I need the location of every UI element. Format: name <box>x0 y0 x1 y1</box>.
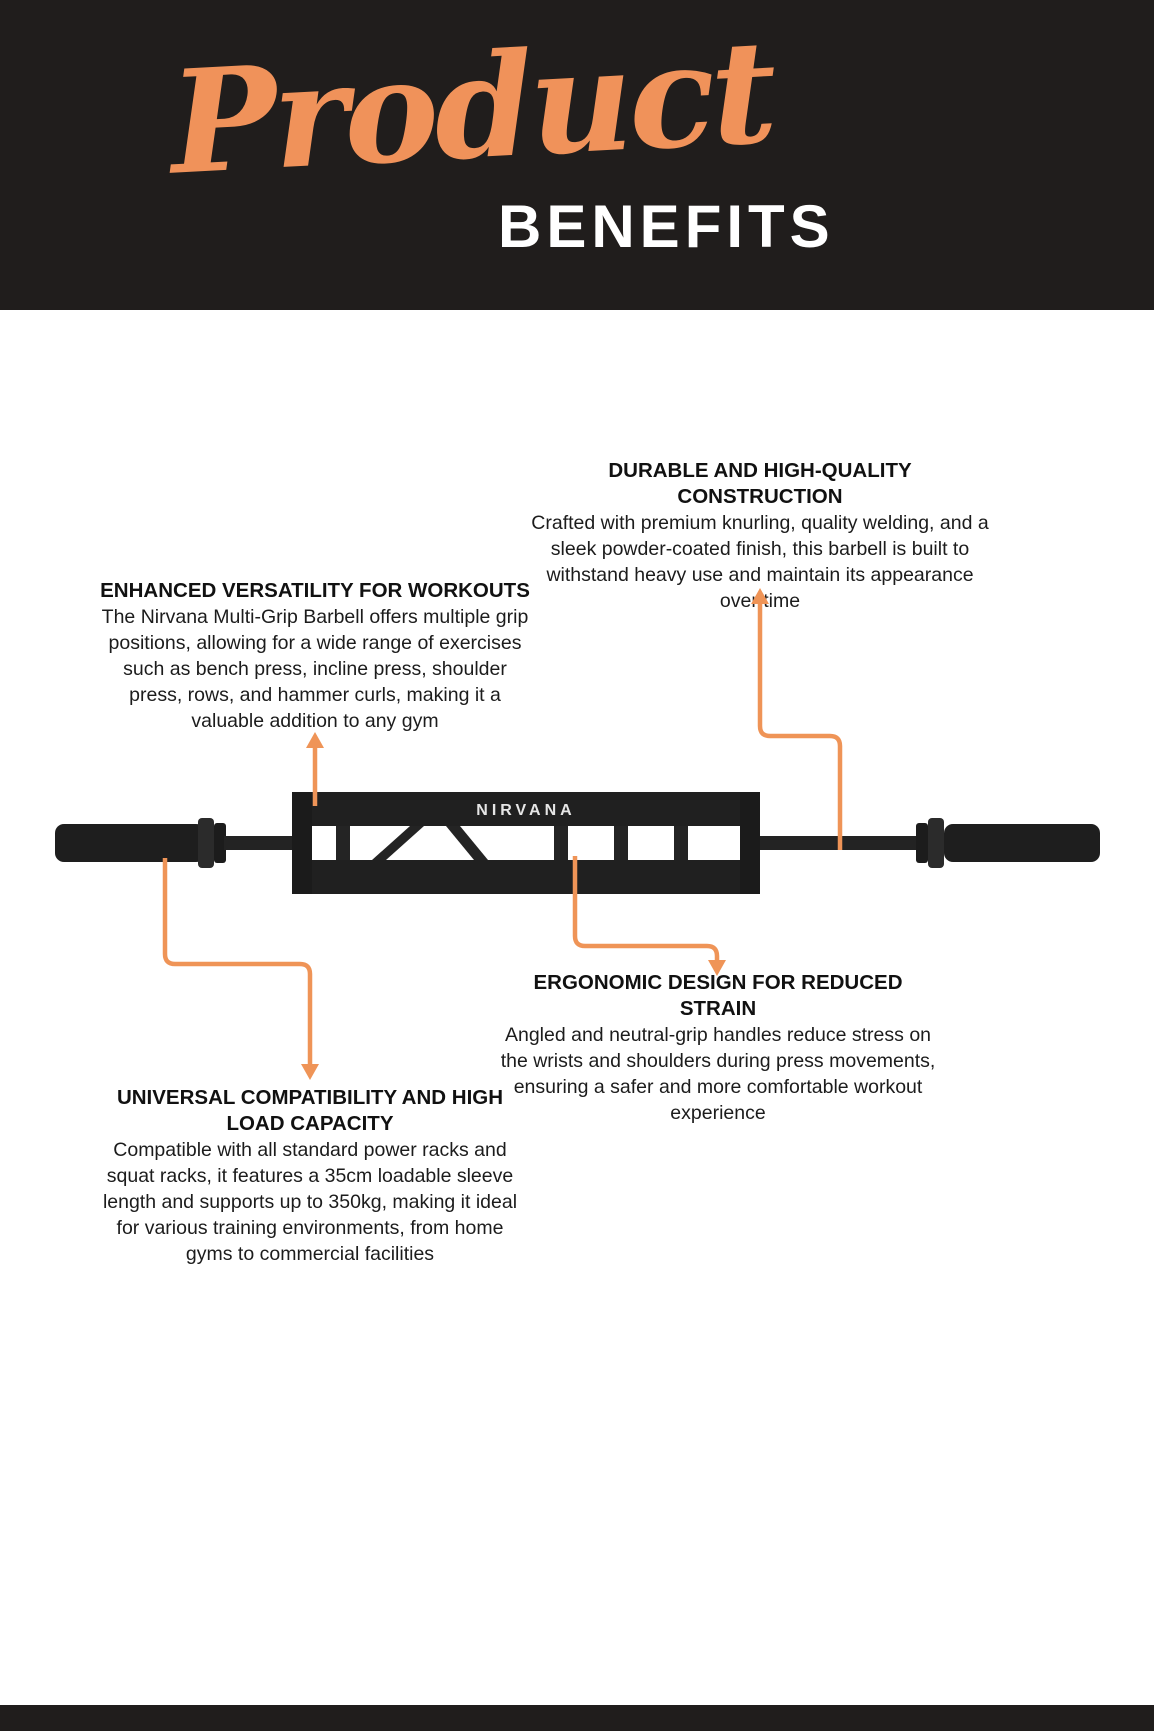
hero-banner: Product BENEFITS <box>0 0 1154 310</box>
benefit-durability: DURABLE AND HIGH-QUALITY CONSTRUCTION Cr… <box>525 458 995 614</box>
benefit-ergonomics: ERGONOMIC DESIGN FOR REDUCED STRAIN Angl… <box>497 970 939 1126</box>
arrow-versatility-head <box>306 732 324 748</box>
barbell-right-shaft <box>760 836 920 850</box>
barbell-grip-vertical-1 <box>336 826 350 860</box>
arrow-compatibility-head <box>301 1064 319 1080</box>
barbell-left-collar-inner <box>214 823 226 863</box>
barbell-frame-left-end <box>292 792 312 894</box>
barbell-right-sleeve <box>944 824 1100 862</box>
barbell-frame-bottom-rail <box>292 860 760 894</box>
benefit-durability-body: Crafted with premium knurling, quality w… <box>531 512 989 612</box>
benefit-compatibility-title: UNIVERSAL COMPATIBILITY AND HIGH LOAD CA… <box>116 1086 504 1135</box>
barbell-left-collar-outer <box>198 818 214 868</box>
benefit-ergonomics-body: Angled and neutral-grip handles reduce s… <box>500 1024 936 1124</box>
barbell-right-collar-outer <box>928 818 944 868</box>
barbell-grip-vertical-4 <box>674 826 688 860</box>
benefit-ergonomics-title: ERGONOMIC DESIGN FOR REDUCED STRAIN <box>533 971 903 1020</box>
hero-block-title: BENEFITS <box>498 193 835 260</box>
barbell-grip-angled-right <box>446 826 488 860</box>
barbell-image: NIRVANA <box>55 792 1100 894</box>
barbell-frame-right-end <box>740 792 760 894</box>
barbell-left-shaft <box>224 836 294 850</box>
benefit-compatibility: UNIVERSAL COMPATIBILITY AND HIGH LOAD CA… <box>100 1085 520 1267</box>
footer-bar <box>0 1705 1154 1731</box>
barbell-grip-vertical-2 <box>554 826 568 860</box>
benefit-versatility-body: The Nirvana Multi-Grip Barbell offers mu… <box>101 606 529 732</box>
barbell-grip-vertical-3 <box>614 826 628 860</box>
benefit-durability-title: DURABLE AND HIGH-QUALITY CONSTRUCTION <box>608 459 912 508</box>
benefit-versatility-title: ENHANCED VERSATILITY FOR WORKOUTS <box>100 579 530 602</box>
barbell-frame-top-rail <box>292 792 760 826</box>
hero-script-title: Product <box>166 9 777 207</box>
barbell-left-sleeve <box>55 824 205 862</box>
benefit-versatility: ENHANCED VERSATILITY FOR WORKOUTS The Ni… <box>95 578 535 734</box>
barbell-brand-logo: NIRVANA <box>476 802 575 819</box>
barbell-right-collar-inner <box>916 823 928 863</box>
barbell-grip-angled-left <box>372 826 424 860</box>
benefit-compatibility-body: Compatible with all standard power racks… <box>102 1139 518 1265</box>
